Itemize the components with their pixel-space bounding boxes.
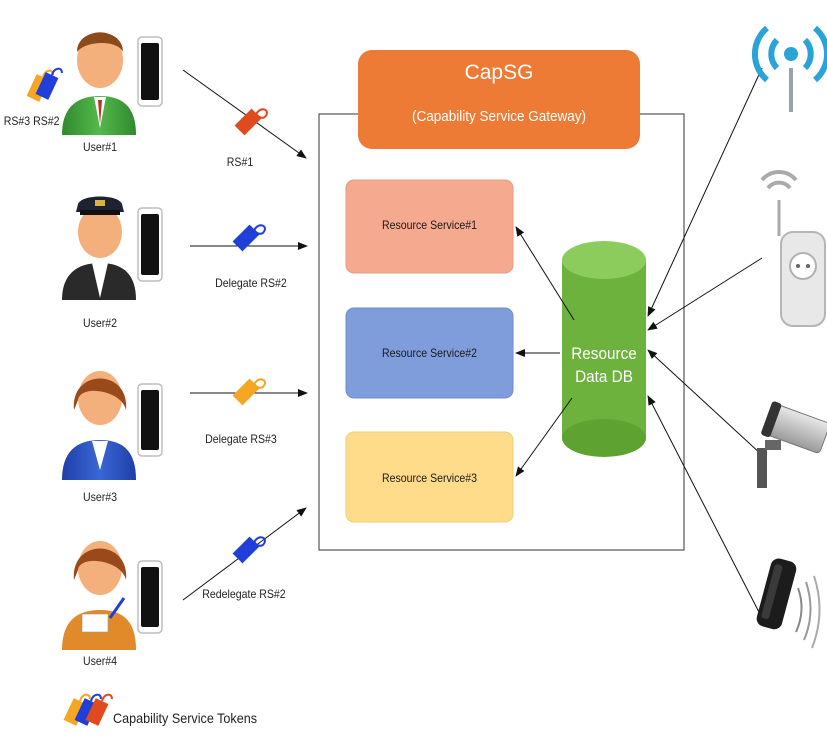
user3-avatar-icon bbox=[62, 371, 136, 480]
resource-service-2-box bbox=[345, 307, 514, 399]
resource-service-3-label: Resource Service#3 bbox=[381, 471, 478, 485]
user2-avatar-icon bbox=[62, 196, 136, 300]
token-delegate-rs2-icon bbox=[232, 224, 266, 252]
token-delegate-rs3-icon bbox=[232, 378, 266, 406]
capsg-box bbox=[358, 50, 640, 149]
user1-held-tokens-icon bbox=[26, 67, 63, 102]
wifi-antenna-icon bbox=[751, 25, 827, 112]
user1-arrow bbox=[182, 69, 307, 159]
resource-data-db bbox=[562, 241, 646, 457]
token-redelegate-rs2-icon bbox=[232, 536, 266, 564]
wifi-to-db-arrow bbox=[647, 67, 763, 317]
user1-held-tokens-label: RS#3 RS#2 bbox=[3, 114, 60, 128]
plug-to-db-arrow bbox=[647, 257, 763, 331]
security-camera-icon bbox=[757, 401, 827, 488]
token-label-redelegate-rs2: Redelegate RS#2 bbox=[202, 587, 286, 601]
gateway-title: CapSG bbox=[464, 61, 534, 84]
token-rs1-icon bbox=[234, 108, 268, 136]
camera-to-db-arrow bbox=[647, 349, 763, 456]
db-label-line1: Resource bbox=[571, 344, 637, 363]
legend-label: Capability Service Tokens bbox=[113, 710, 258, 726]
user1-label: User#1 bbox=[82, 140, 118, 154]
user4-label: User#4 bbox=[82, 654, 118, 668]
user3-label: User#3 bbox=[82, 490, 118, 504]
resource-service-1-label: Resource Service#1 bbox=[381, 218, 478, 232]
sensor-to-db-arrow bbox=[647, 395, 763, 619]
user2-phone-icon bbox=[137, 207, 163, 282]
user4-avatar-icon bbox=[62, 541, 136, 650]
db-to-service-3-arrow bbox=[515, 397, 573, 477]
resource-service-3-box bbox=[345, 431, 514, 523]
db-label-line2: Data DB bbox=[575, 367, 633, 386]
gateway-subtitle: (Capability Service Gateway) bbox=[411, 108, 587, 125]
resource-service-2-label: Resource Service#2 bbox=[381, 346, 478, 360]
user1-phone-icon bbox=[137, 36, 163, 107]
user3-phone-icon bbox=[137, 383, 163, 457]
token-label-rs1: RS#1 bbox=[226, 155, 254, 169]
token-label-delegate-rs3: Delegate RS#3 bbox=[205, 432, 277, 446]
resource-service-1-box bbox=[345, 179, 514, 274]
user4-phone-icon bbox=[137, 560, 163, 634]
token-label-delegate-rs2: Delegate RS#2 bbox=[215, 276, 287, 290]
legend-tokens-icon bbox=[63, 693, 113, 726]
db-to-service-1-arrow bbox=[515, 226, 575, 321]
user1-avatar-icon bbox=[62, 32, 136, 135]
smart-plug-icon bbox=[760, 169, 826, 327]
user2-label: User#2 bbox=[82, 316, 118, 330]
motion-sensor-icon bbox=[756, 558, 821, 649]
